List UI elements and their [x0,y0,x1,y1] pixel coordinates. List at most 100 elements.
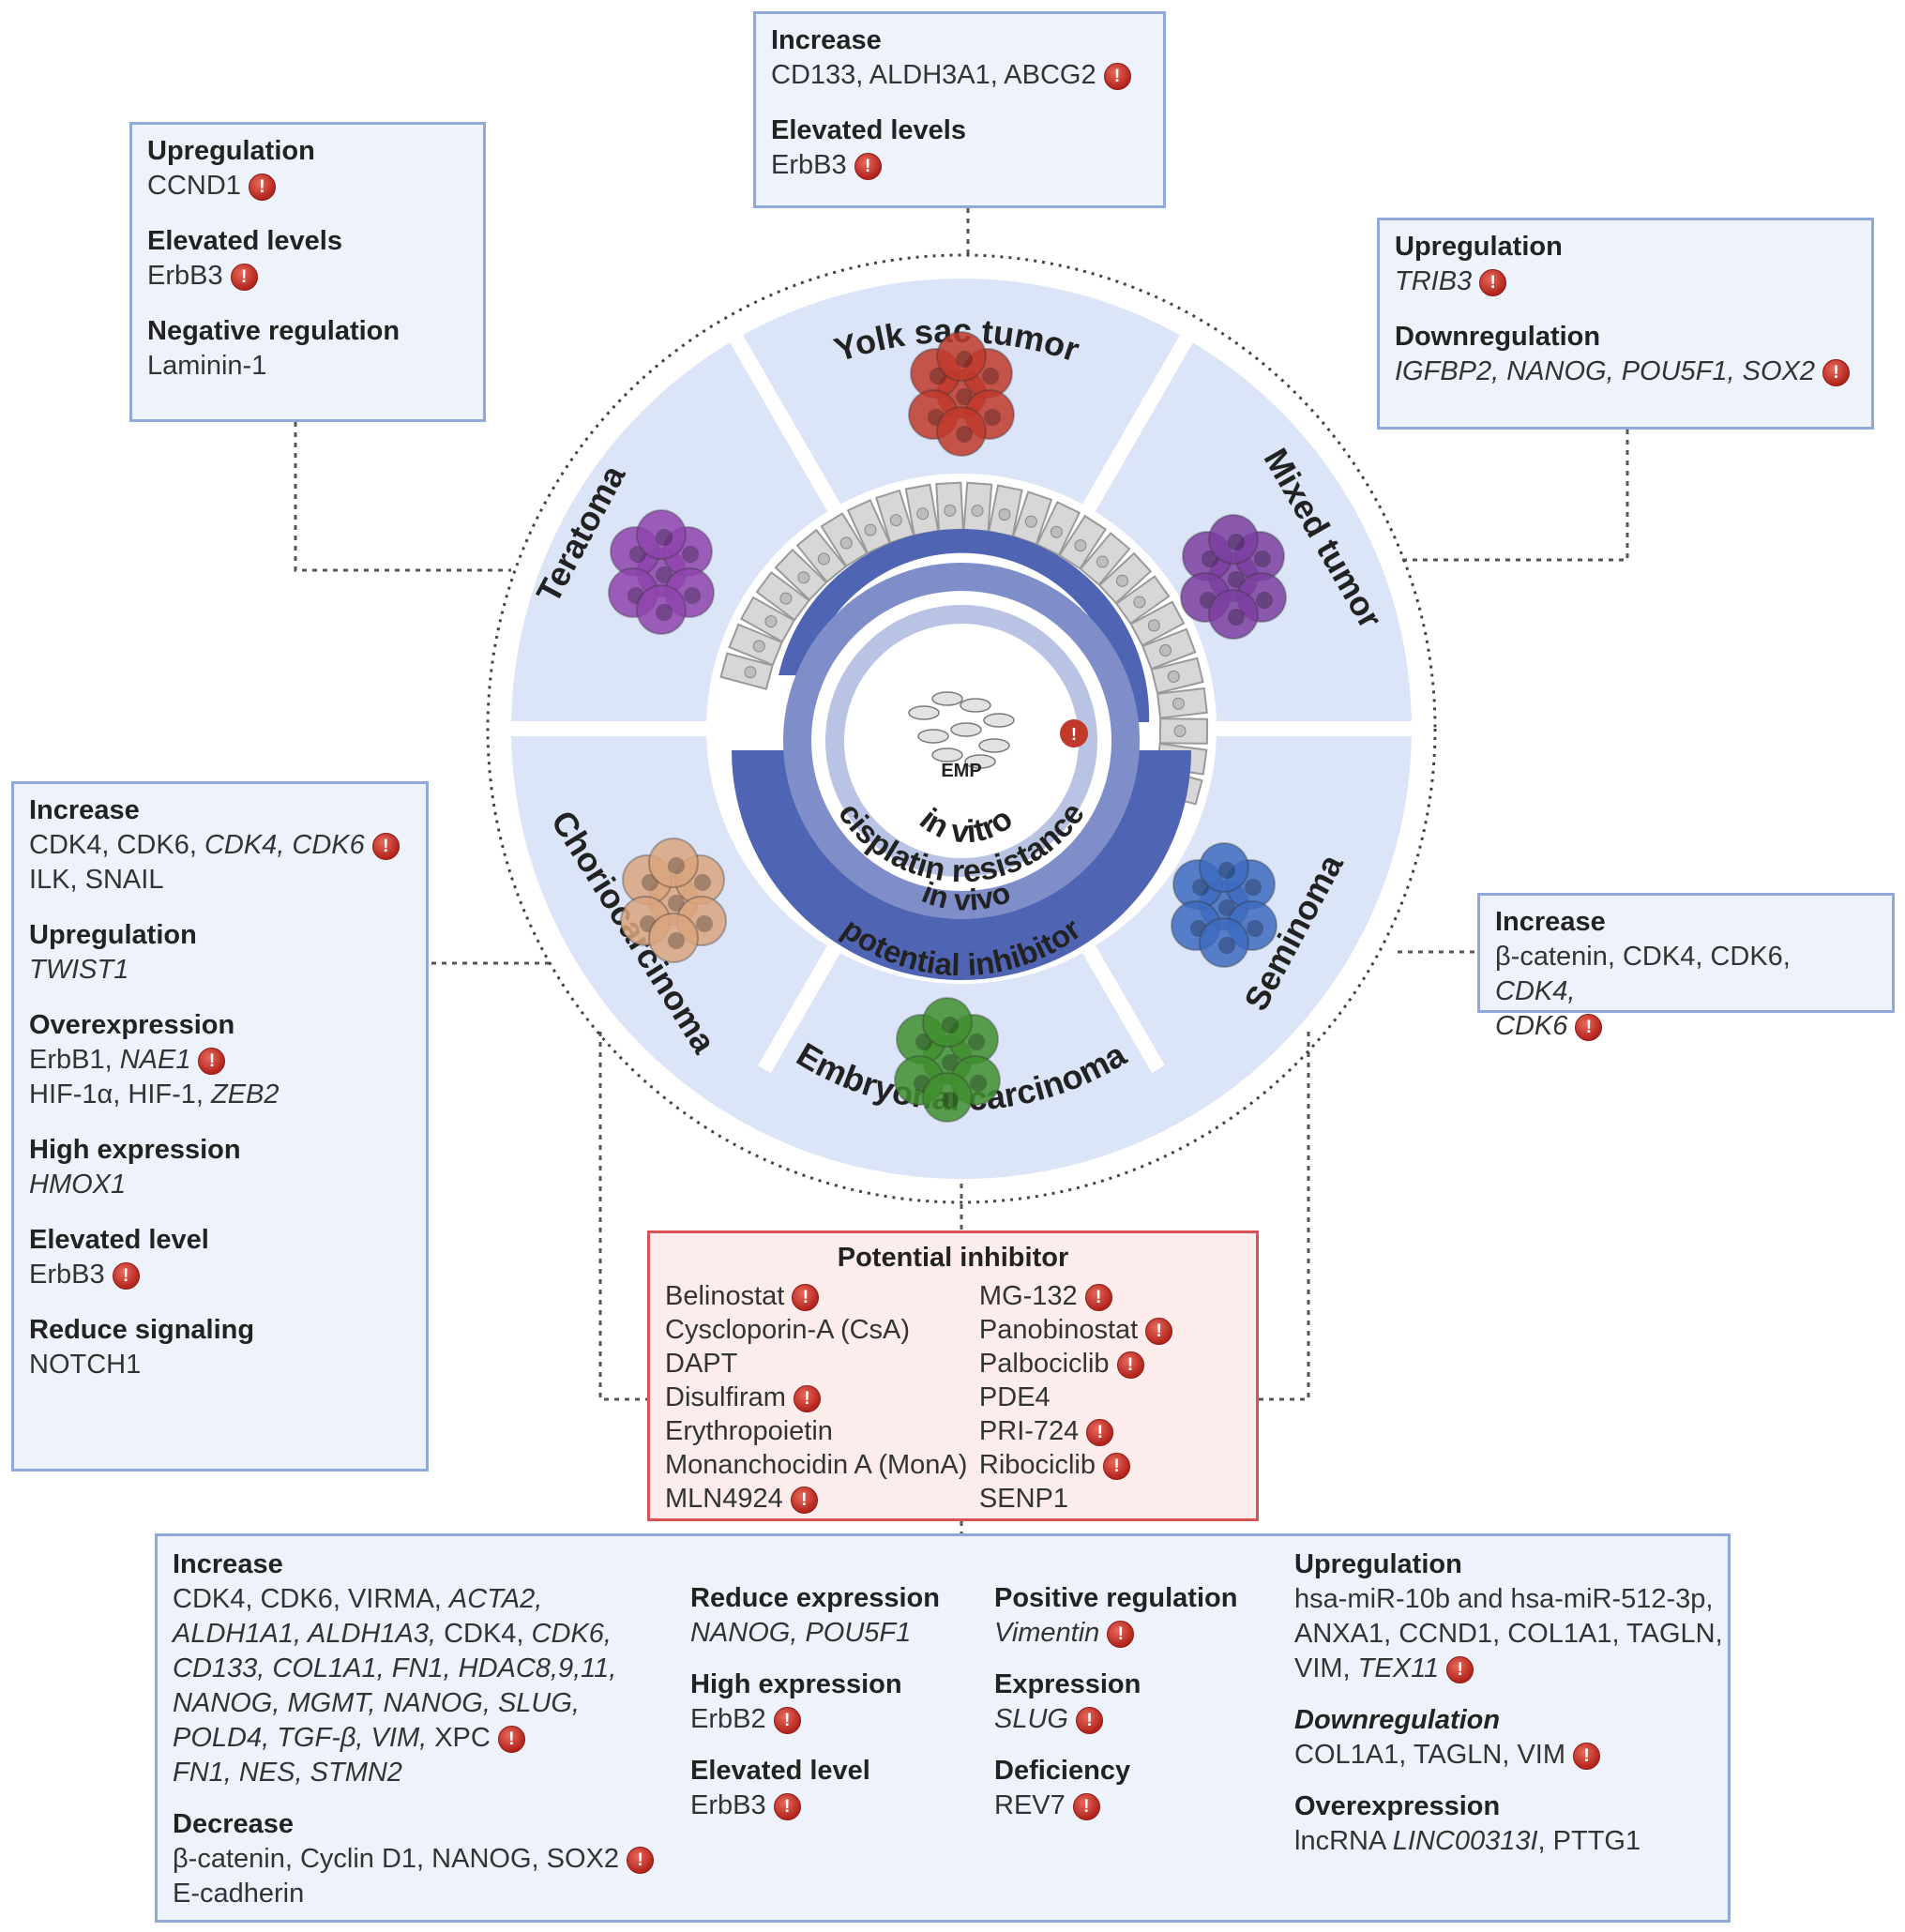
inhibitor-item: Erythropoietin [665,1416,833,1446]
section-heading: Deficiency [994,1756,1131,1786]
alert-icon: ! [854,153,882,180]
section-heading: Elevated levels [147,226,342,256]
gene-list: hsa-miR-10b and hsa-miR-512-3p, [1294,1584,1714,1614]
alert-icon: ! [371,833,400,860]
gene-list: TWIST1 [29,955,129,985]
section-heading: Upregulation [147,136,315,166]
alert-icon: ! [1446,1656,1474,1683]
emp-cell [950,722,982,737]
epithelial-cell [1097,551,1153,605]
alert-icon: ! [790,1487,818,1514]
potential-inhibitor-box: Potential inhibitor Belinostat! Cysclopo… [647,1230,1259,1521]
outer-ring [486,253,1437,1204]
section-heading: Reduce expression [690,1583,940,1613]
alert-icon-mark: ! [1071,725,1077,744]
alert-icon: ! [497,1726,525,1753]
in-vitro-ring [825,605,1097,877]
section-heading: Negative regulation [147,316,401,346]
epithelial-cell [1141,627,1197,671]
gene-list: ANXA1, CCND1, COL1A1, TAGLN, [1294,1619,1723,1649]
section-heading: Elevated levels [771,115,966,145]
epithelial-cell [962,481,993,533]
epithelial-cell [1129,600,1186,647]
gene-list: CD133, ALDH3A1, ABCG2 [771,60,1096,90]
epithelial-cell [1012,491,1053,546]
potential-inhibitor-ring [732,750,1191,980]
gene-list: CCND1 [147,171,241,201]
gene-list: NANOG, POU5F1 [690,1618,912,1648]
inhibitor-item: Panobinostat [978,1315,1139,1345]
gene-list: ILK, SNAIL [29,865,164,895]
section-heading: Elevated level [29,1225,209,1255]
alert-icon: ! [1575,1014,1603,1041]
alert-icon: ! [1107,1621,1135,1648]
alert-icon: ! [792,1284,820,1311]
epithelial-cell [1158,717,1209,745]
gene-list-italic: LINC00313I [1392,1826,1538,1856]
gene-list-italic: ZEB2 [211,1079,280,1109]
section-heading: High expression [690,1669,902,1699]
inhibitor-item: MLN4924 [665,1484,783,1514]
epithelial-cell [1114,575,1171,626]
gene-list: ErbB3 [29,1260,105,1290]
epithelial-cell [1156,687,1208,719]
alert-icon: ! [1103,63,1131,90]
alert-icon: ! [1086,1419,1114,1446]
alert-icon: ! [1072,1793,1100,1820]
gene-list: β-catenin, CDK4, CDK6, [1495,942,1791,972]
emp-label: EMP [941,761,981,781]
gene-list: CDK4, CDK6, VIRMA, [173,1584,449,1614]
emp-cell [931,747,963,762]
alert-icon: ! [248,174,276,201]
gene-list-italic: CDK4, [1495,976,1576,1006]
gene-list-italic: CD133, COL1A1, FN1, HDAC8,9,11, [173,1653,617,1683]
alert-icon: ! [1103,1453,1131,1480]
gene-list: , PTTG1 [1537,1826,1641,1856]
epithelial-cell [820,512,869,568]
emp-cell [931,691,963,706]
gene-list: VIM, [1294,1653,1358,1683]
gene-list: Vimentin [994,1618,1100,1648]
emp-cells [908,691,1015,769]
inhibitor-item: Monanchocidin A (MonA) [665,1450,968,1480]
alert-icon: ! [1822,359,1851,386]
section-heading: Increase [173,1549,283,1579]
section-heading: High expression [29,1135,241,1165]
inhibitor-item: Palbociclib [978,1349,1110,1379]
alert-icon: ! [627,1847,654,1874]
gene-list: ErbB3 [147,261,223,291]
gene-list-italic: NAE1 [119,1045,191,1075]
gene-list-italic: CDK6 [1495,1011,1568,1041]
gene-list: TRIB3 [1395,266,1473,296]
gene-list-italic: FN1, NES, STMN2 [173,1758,402,1788]
inhibitor-item: MG-132 [978,1281,1078,1311]
gene-list-italic: POLD4, TGF-β, VIM, [173,1723,428,1753]
gene-list: COL1A1, TAGLN, VIM [1294,1740,1566,1770]
section-heading: Decrease [173,1809,294,1839]
alert-icon: ! [230,264,258,291]
section-heading: Upregulation [1294,1549,1462,1579]
gene-list: REV7 [994,1790,1066,1820]
cisplatin-outer-ring [779,529,1150,722]
alert-icon: ! [773,1707,801,1734]
section-heading: Downregulation [1395,322,1601,352]
alert-icon: ! [1573,1743,1601,1770]
mixed-tumor-cell-cluster [1180,514,1287,640]
section-heading: Upregulation [1395,232,1563,262]
tumor-cell-clusters [608,331,1287,1123]
alert-icon: ! [1479,269,1507,296]
alert-icon: ! [1084,1284,1112,1311]
inhibitor-item: PDE4 [978,1382,1051,1412]
seminoma-info-box: Increase β-catenin, CDK4, CDK6, CDK4, CD… [1477,893,1895,1041]
emp-cell [908,705,940,720]
emp-cell [978,738,1010,753]
gene-list-italic: CDK6, [531,1619,612,1649]
alert-icon: ! [1075,1707,1103,1734]
epithelial-cell [774,548,828,602]
gene-list: Laminin-1 [147,351,267,381]
epithelium-cells [719,481,1209,806]
section-heading: Positive regulation [994,1583,1238,1613]
